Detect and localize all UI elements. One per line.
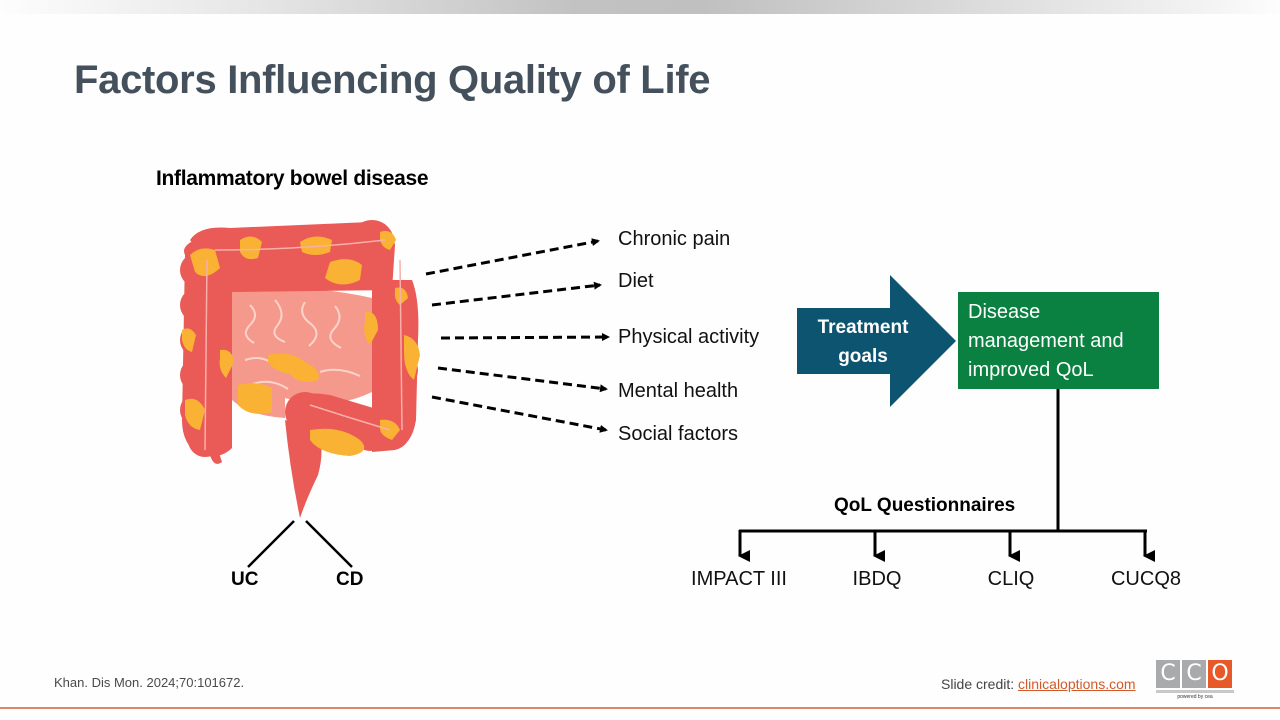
small-intestine-icon — [232, 288, 372, 418]
treatment-goals-line2: goals — [838, 346, 888, 367]
factor-physical-activity: Physical activity — [618, 326, 760, 348]
questionnaire-impact-iii: IMPACT III — [691, 568, 787, 590]
arrow-chronic-pain — [425, 238, 600, 276]
clinicaloptions-link[interactable]: clinicaloptions.com — [1018, 676, 1136, 692]
outcome-line1: Disease — [968, 301, 1041, 323]
uc-branch-line — [247, 520, 295, 568]
citation: Khan. Dis Mon. 2024;70:101672. — [54, 675, 245, 690]
cco-logo: C C O powered by cea — [1156, 660, 1234, 700]
questionnaire-cucq8: CUCQ8 — [1110, 568, 1182, 590]
factor-chronic-pain: Chronic pain — [618, 228, 731, 250]
logo-tagline: powered by cea — [1177, 694, 1213, 700]
colon-illustration — [180, 220, 420, 518]
logo-tile-o: O — [1208, 660, 1232, 688]
slide-credit-label: Slide credit: — [941, 676, 1015, 692]
arrow-social-factors — [431, 395, 608, 433]
arrow-mental-health — [437, 366, 608, 393]
outcome-box: Disease management and improved QoL — [958, 292, 1159, 389]
cd-label: CD — [336, 569, 364, 590]
slide-credit: Slide credit: clinicaloptions.com — [941, 676, 1136, 692]
cd-branch-line — [305, 520, 353, 568]
top-gradient-bar — [0, 0, 1280, 14]
slide-title: Factors Influencing Quality of Life — [74, 58, 711, 102]
outcome-line2: management and — [968, 330, 1124, 352]
arrow-physical-activity — [440, 333, 610, 342]
treatment-goals-line1: Treatment — [817, 317, 909, 338]
treatment-goals-label: Treatment goals — [800, 313, 926, 371]
logo-bar — [1156, 690, 1234, 693]
logo-tile-c2: C — [1182, 660, 1206, 688]
uc-label: UC — [231, 569, 259, 590]
factor-diet: Diet — [618, 270, 654, 292]
questionnaire-ibdq: IBDQ — [852, 568, 902, 590]
factor-mental-health: Mental health — [618, 380, 739, 402]
factor-social-factors: Social factors — [618, 423, 739, 445]
ibd-heading: Inflammatory bowel disease — [156, 167, 429, 190]
questionnaires-heading: QoL Questionnaires — [834, 495, 1016, 516]
treatment-goals-arrow-icon — [797, 275, 956, 407]
footer-divider — [0, 707, 1280, 709]
outcome-line3: improved QoL — [968, 359, 1094, 381]
logo-tile-c1: C — [1156, 660, 1180, 688]
arrow-diet — [431, 281, 602, 307]
questionnaire-cliq: CLIQ — [987, 568, 1035, 590]
